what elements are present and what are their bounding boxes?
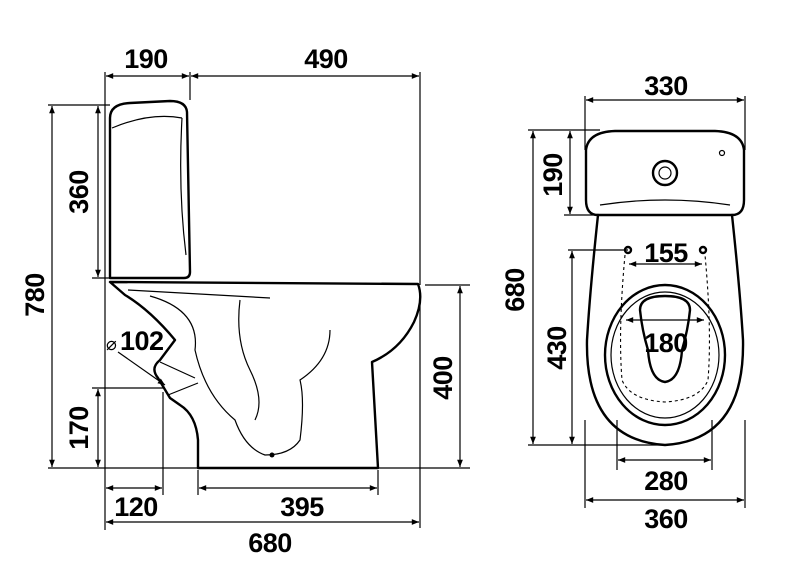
hinge-hole-right (698, 245, 708, 255)
bowl-top (585, 213, 745, 447)
label-bowl-width: 360 (644, 504, 688, 534)
label-tank-depth: 190 (124, 44, 168, 74)
seat-top (603, 283, 727, 427)
label-total-width: 330 (644, 71, 688, 101)
tank-top (584, 129, 746, 217)
label-bowl-depth: 490 (304, 44, 348, 74)
flush-button-icon (651, 159, 679, 187)
label-outlet-height: 170 (64, 406, 94, 450)
label-outlet-offset: 120 (114, 492, 158, 522)
label-outlet-diameter: 102 (120, 326, 164, 356)
side-view: 190 490 360 780 170 400 ⌀ 102 120 395 68… (20, 44, 470, 558)
label-seat-height: 400 (428, 356, 458, 400)
label-total-height: 780 (20, 273, 50, 317)
label-tank-depth-top: 190 (538, 153, 568, 197)
label-base-length: 395 (280, 492, 324, 522)
label-bowl-length: 430 (542, 326, 572, 370)
bowl-side (108, 280, 422, 470)
opening-top (638, 294, 692, 384)
label-opening-width: 180 (644, 328, 688, 358)
label-tank-height: 360 (64, 170, 94, 214)
label-hinge-spacing: 155 (644, 238, 688, 268)
label-outlet-diameter-symbol: ⌀ (106, 334, 117, 354)
tank-side (108, 99, 192, 280)
label-total-length-top: 680 (500, 268, 530, 312)
label-base-width: 280 (644, 466, 688, 496)
hinge-hole-left (623, 245, 633, 255)
top-view: 330 190 680 430 155 180 280 360 (500, 71, 746, 534)
label-total-length: 680 (248, 528, 292, 558)
